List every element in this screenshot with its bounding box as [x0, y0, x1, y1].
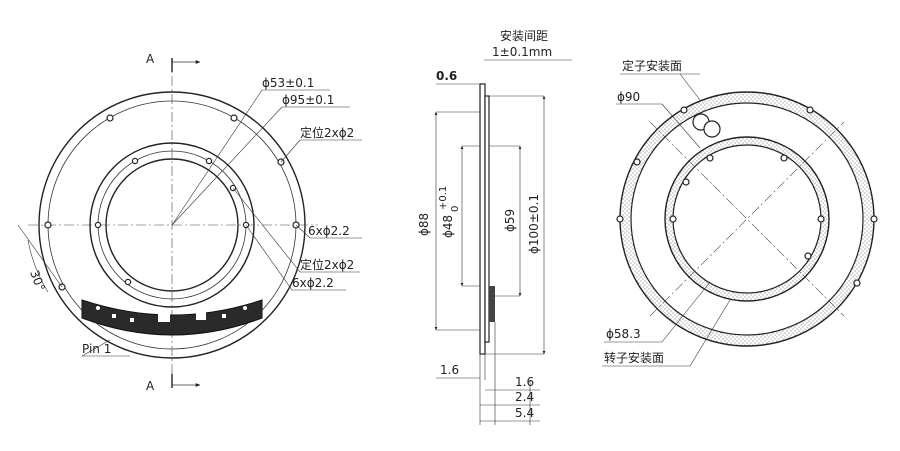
- label-phi90: ϕ90: [617, 90, 640, 104]
- label-locating-top: 定位2xϕ2: [300, 125, 354, 140]
- label-pin1: Pin 1: [82, 342, 111, 356]
- label-thickness: 0.6: [436, 69, 457, 83]
- rear-view: 定子安装面 ϕ90 ϕ58.3 转子安装面: [602, 58, 878, 367]
- rotor-holes: [669, 154, 825, 260]
- stator-holes: [616, 106, 878, 287]
- front-view: A A: [17, 52, 362, 393]
- label-dim-2-4: 2.4: [515, 390, 534, 404]
- label-locating-bottom: 定位2xϕ2: [300, 257, 354, 272]
- pcb-component-strip: [81, 299, 263, 336]
- label-dim-1-6-left: 1.6: [440, 363, 459, 377]
- label-dim-5-4: 5.4: [515, 406, 534, 420]
- label-phi59: ϕ59: [503, 209, 517, 232]
- label-phi48-tol-lower: 0: [450, 206, 461, 212]
- label-install-gap-value: 1±0.1mm: [492, 45, 552, 59]
- label-stator-surface: 定子安装面: [622, 58, 682, 73]
- connector: [489, 286, 495, 322]
- label-phi58-3: ϕ58.3: [606, 327, 641, 341]
- label-install-gap-title: 安装间距: [500, 28, 548, 43]
- inner-bore: [105, 158, 239, 292]
- stator-disk: [479, 83, 486, 355]
- label-phi53: ϕ53±0.1: [262, 76, 314, 90]
- label-angle: 30°: [27, 268, 47, 293]
- section-mark-top: A: [146, 52, 155, 66]
- label-phi88: ϕ88: [417, 213, 431, 236]
- label-dim-1-6-right: 1.6: [515, 375, 534, 389]
- label-phi48: ϕ48: [441, 215, 455, 238]
- label-phi48-tol-upper: +0.1: [438, 186, 449, 210]
- side-view: 安装间距 1±0.1mm 0.6 ϕ88 ϕ48 +0.1 0 ϕ59 ϕ100…: [417, 28, 572, 425]
- label-holes-right-bottom: 6xϕ2.2: [292, 276, 334, 290]
- rotor-disk: [484, 95, 490, 343]
- label-holes-right-top: 6xϕ2.2: [308, 224, 350, 238]
- label-phi95: ϕ95±0.1: [282, 93, 334, 107]
- outer-edge: [38, 91, 306, 359]
- label-phi100: ϕ100±0.1: [527, 194, 541, 254]
- inner-ring-outer: [89, 142, 255, 308]
- section-mark-bottom: A: [146, 379, 155, 393]
- label-rotor-surface: 转子安装面: [604, 350, 664, 365]
